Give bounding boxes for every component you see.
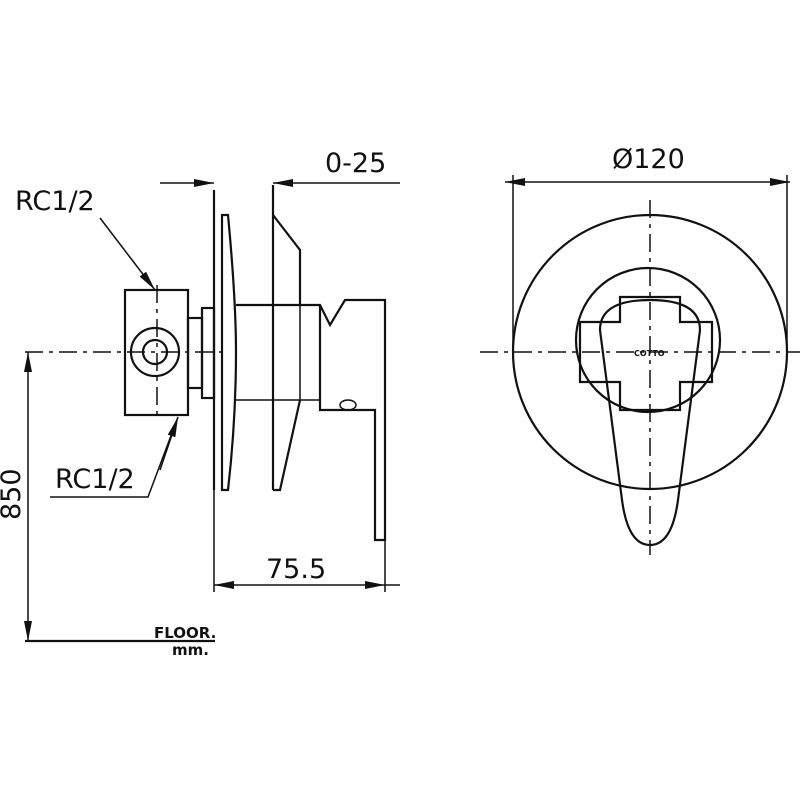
- dim-adjust-range: 0-25: [325, 148, 386, 179]
- inlet-top-label: RC1/2: [15, 186, 95, 217]
- connector-flange: [200, 306, 216, 400]
- handle-hub: [574, 266, 722, 414]
- handle-screw: [339, 399, 357, 411]
- dim-height: 850: [0, 468, 27, 520]
- escutcheon-dome: [272, 214, 302, 492]
- brand-logo: COTTO: [634, 349, 665, 358]
- dim-diameter: Ø120: [612, 144, 685, 175]
- escutcheon-edge: [220, 213, 238, 492]
- leader-inlet-top: [99, 217, 156, 291]
- front-view: COTTO Ø120: [480, 144, 800, 555]
- inlet-port-inner: [141, 338, 169, 366]
- unit-label: mm.: [172, 641, 209, 659]
- inlet-bottom-label: RC1/2: [55, 464, 135, 495]
- lever-front: [598, 298, 702, 547]
- leader-inlet-bottom-arrow: [159, 416, 179, 471]
- cross-cap: [578, 295, 714, 412]
- handle-side: [236, 298, 387, 542]
- inlet-port: [129, 326, 181, 378]
- floor-label: FLOOR.: [154, 624, 216, 642]
- connector: [186, 316, 204, 390]
- dim-depth: 75.5: [266, 554, 326, 585]
- leader-inlet-bottom: [50, 416, 179, 498]
- side-view: 0-25 75.5 850 FLOOR. mm. RC1/2 RC1/2: [0, 148, 400, 659]
